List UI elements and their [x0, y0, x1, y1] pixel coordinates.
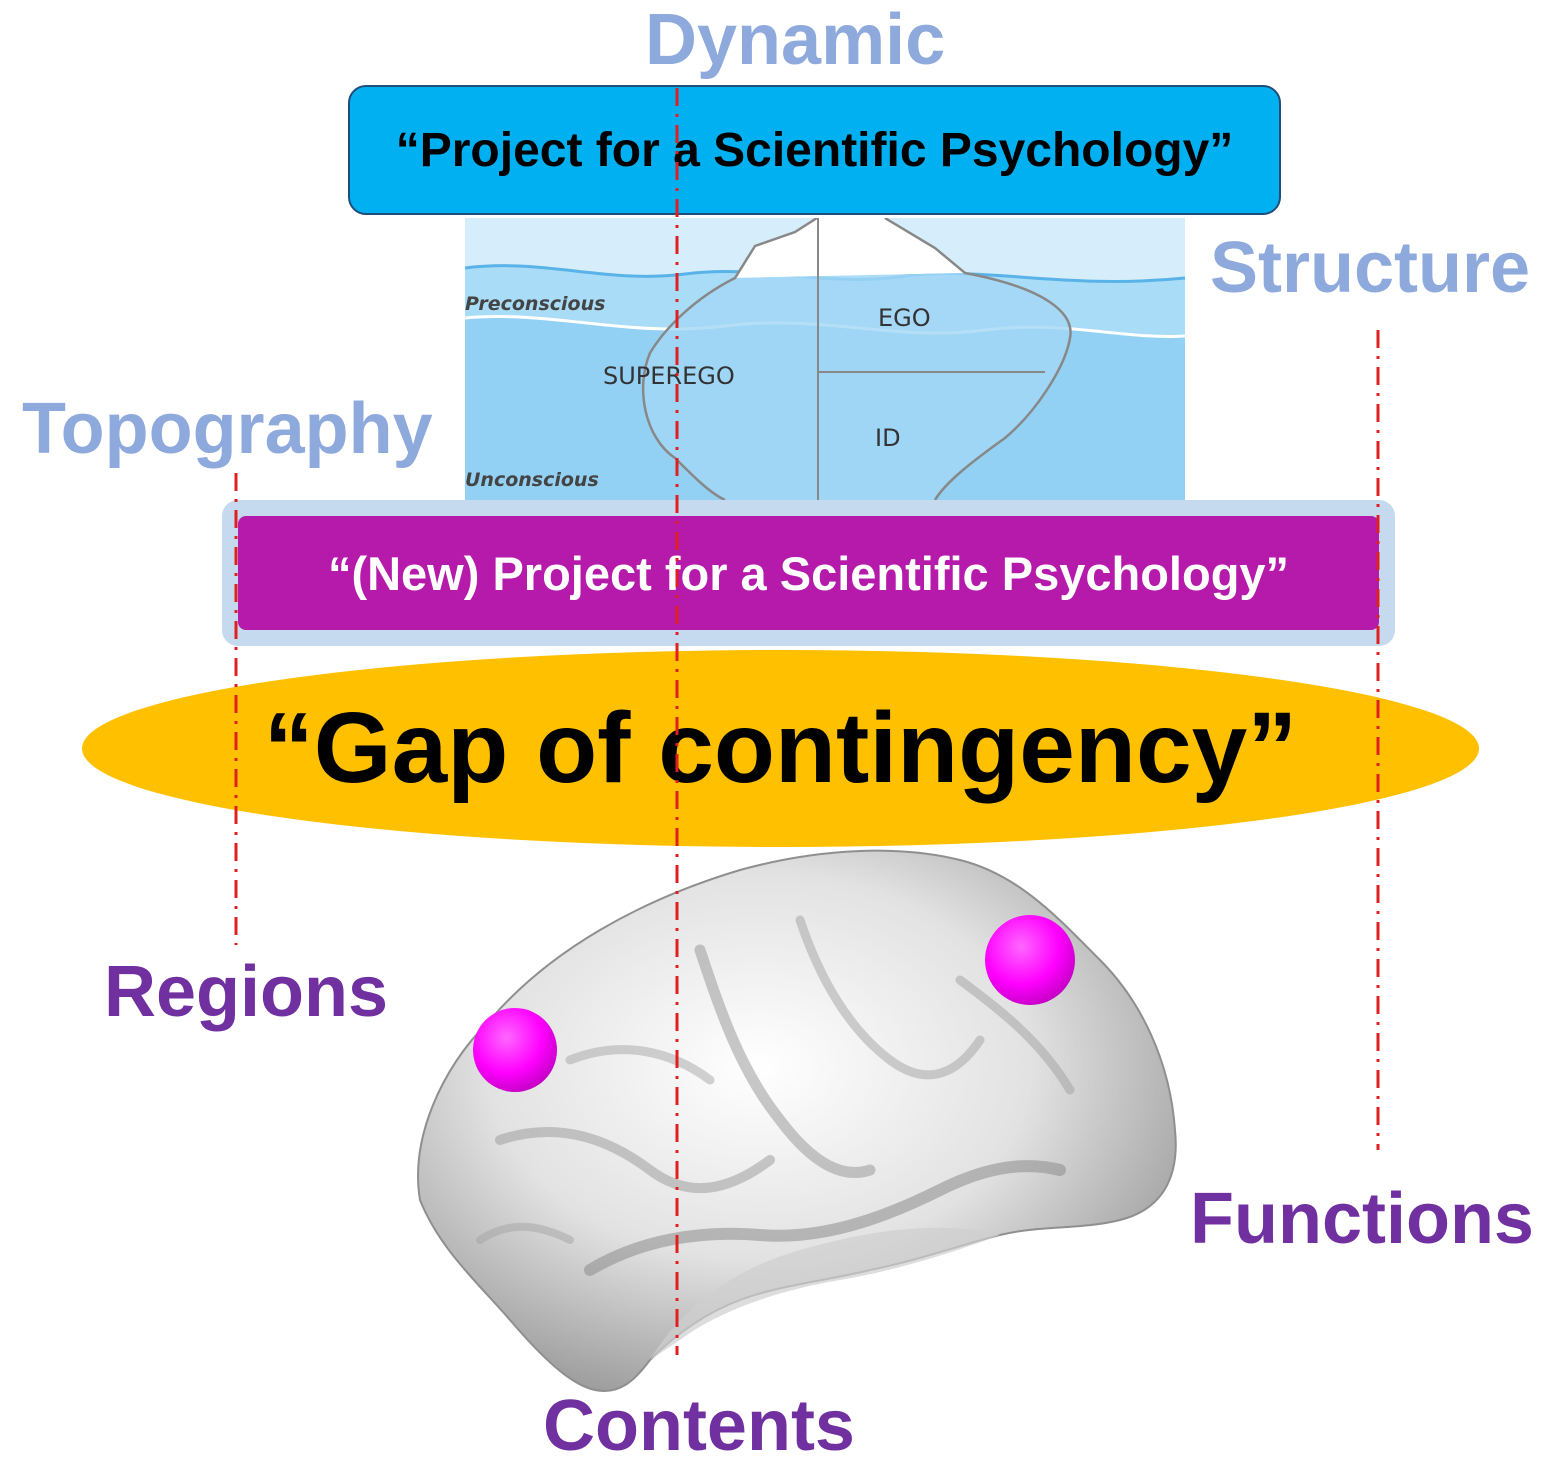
sulcus-2	[565, 1045, 715, 1085]
project-box: “Project for a Scientific Psychology”	[348, 85, 1281, 215]
sulcus-1	[495, 1127, 775, 1194]
contents-label: Contents	[543, 1386, 855, 1459]
temporal-lobe-shade	[650, 1227, 1000, 1360]
frontal-marker	[473, 1008, 557, 1092]
parietal-marker	[985, 915, 1075, 1005]
gap-ellipse: “Gap of contingency”	[82, 650, 1479, 847]
sulcus-3	[795, 915, 985, 1080]
iceberg-body	[643, 273, 1071, 500]
iceberg-svg: Preconscious Unconscious EGO SUPEREGO ID	[465, 218, 1185, 500]
new-project-box: “(New) Project for a Scientific Psycholo…	[238, 516, 1379, 630]
iceberg-outline	[641, 218, 1072, 500]
ego-label: EGO	[878, 304, 931, 332]
new-project-title: “(New) Project for a Scientific Psycholo…	[327, 546, 1290, 600]
central-sulcus	[694, 944, 876, 1179]
iceberg-diagram: Preconscious Unconscious EGO SUPEREGO ID	[465, 218, 1185, 500]
structure-label: Structure	[1210, 228, 1531, 308]
sulcus-4	[955, 975, 1075, 1095]
lateral-sulcus	[584, 1160, 1066, 1276]
brain-illustration	[417, 849, 1177, 1392]
id-label: ID	[875, 424, 901, 452]
regions-label: Regions	[104, 952, 389, 1032]
unconscious-label: Unconscious	[465, 469, 599, 491]
preconscious-label: Preconscious	[465, 293, 605, 315]
project-title: “Project for a Scientific Psychology”	[395, 123, 1234, 177]
sulcus-5	[476, 1222, 574, 1244]
superego-label: SUPEREGO	[603, 362, 735, 390]
functions-label: Functions	[1190, 1179, 1534, 1259]
gap-title: “Gap of contingency”	[263, 692, 1298, 804]
topography-label: Topography	[22, 389, 433, 469]
dynamic-label: Dynamic	[645, 0, 946, 80]
